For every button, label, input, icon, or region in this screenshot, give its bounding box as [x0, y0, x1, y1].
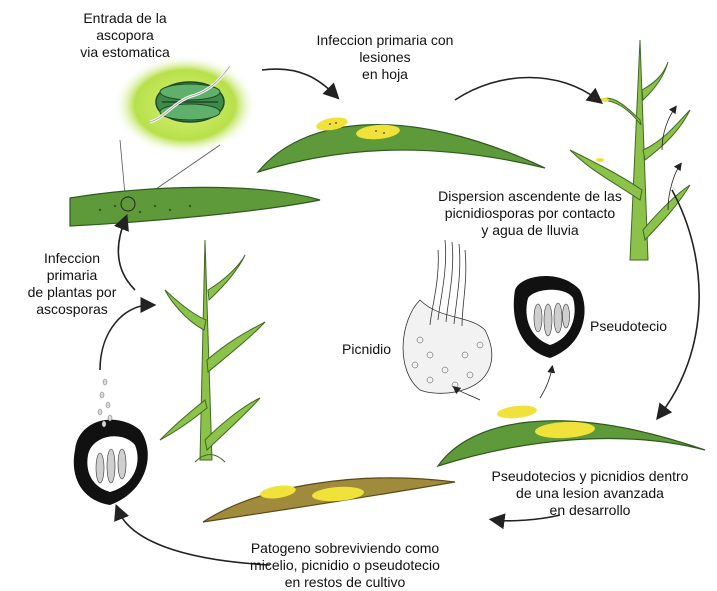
label-stomatal-entry: Entrada de la ascopora via estomatica [65, 10, 185, 61]
leaf-primary-lesions [258, 115, 545, 172]
label-primary-infection-plants: Infeccion primaria de plantas por ascosp… [12, 250, 132, 318]
label-upward-dispersal: Dispersion ascendente de las picnidiospo… [420, 188, 640, 239]
ascospores [98, 379, 112, 427]
leaf-advanced-lesion [438, 404, 705, 466]
stoma-inset [113, 55, 257, 200]
pseudothecium-left [74, 379, 148, 505]
pycnidium-structure [403, 240, 492, 393]
label-pseudothecium: Pseudotecio [590, 318, 667, 335]
label-advanced-lesion: Pseudotecios y picnidios dentro de una l… [470, 468, 710, 519]
plant-small [160, 240, 265, 462]
stoma-icon [156, 82, 224, 122]
label-pycnidium: Picnidio [342, 341, 391, 358]
crop-debris [203, 478, 455, 522]
label-survival: Patogeno sobreviviendo como micelio, pic… [235, 540, 455, 591]
pseudothecium-structure [514, 276, 585, 358]
label-primary-infection-leaf: Infeccion primaria con lesiones en hoja [295, 32, 475, 83]
leaf-stomatal [70, 187, 320, 226]
